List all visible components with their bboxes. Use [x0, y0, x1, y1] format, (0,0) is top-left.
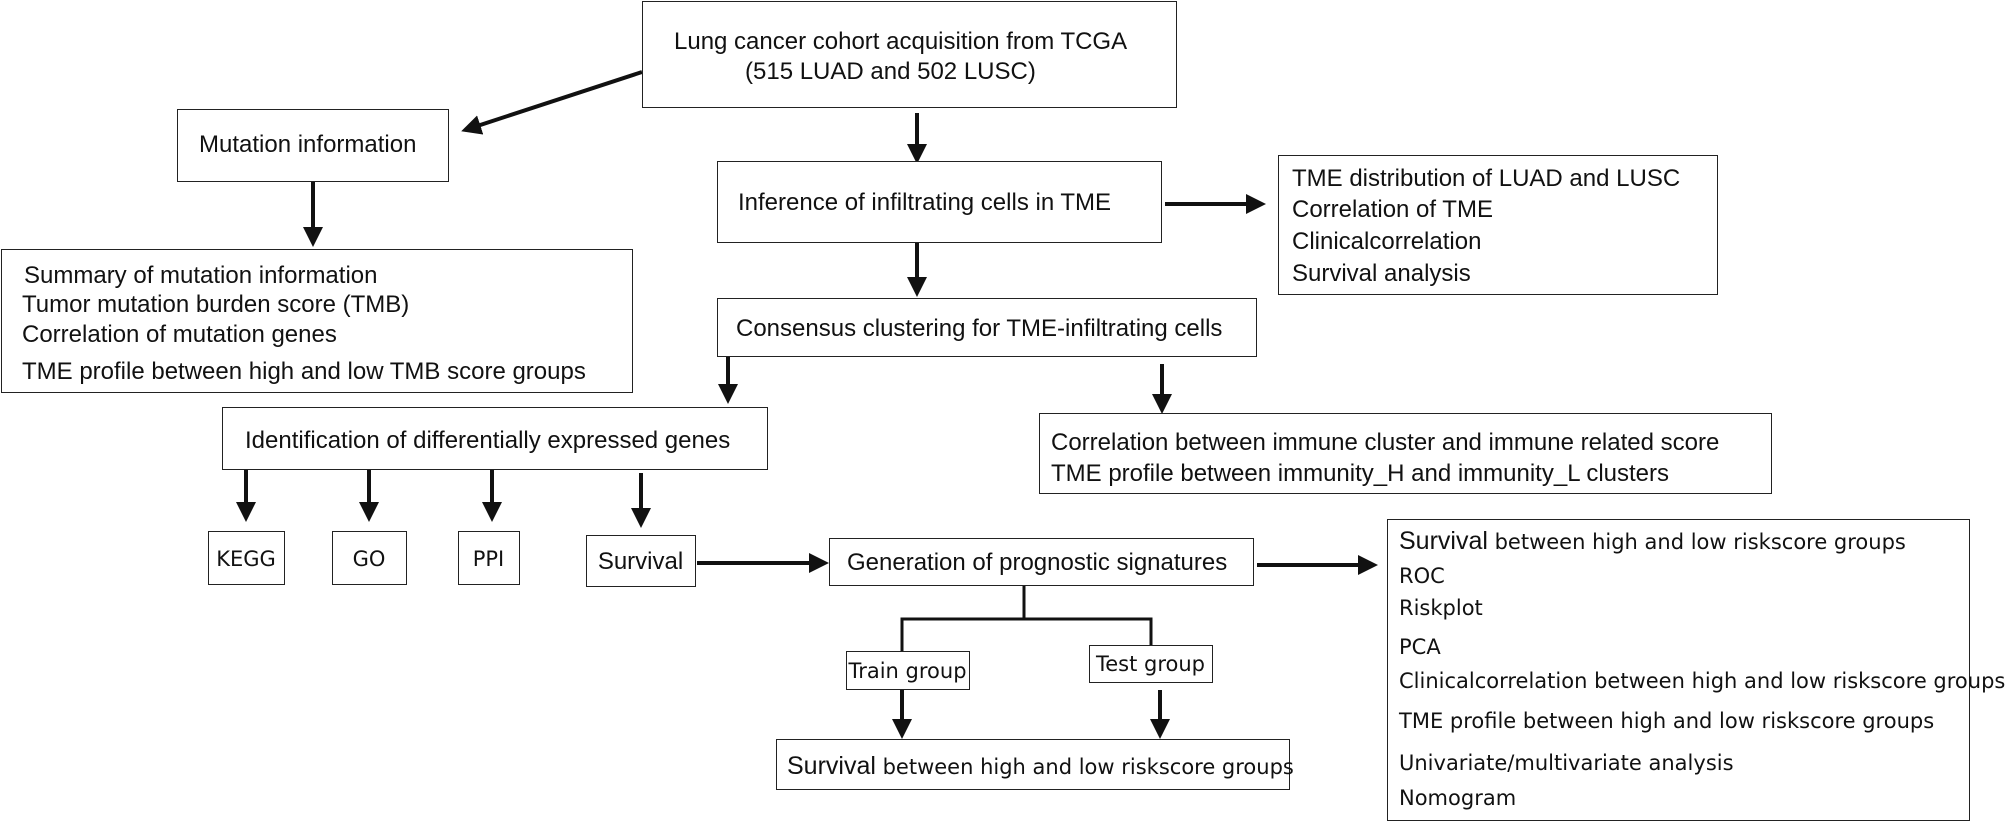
- results-item: PCA: [1399, 635, 1441, 659]
- prognostic-signatures-title: Generation of prognostic signatures: [847, 549, 1228, 576]
- train-test-survival-text: Survival between high and low riskscore …: [787, 754, 1294, 779]
- deg-box: Identification of differentially express…: [222, 407, 768, 470]
- results-item-survival: Survival between high and low riskscore …: [1399, 529, 1906, 554]
- tme-distribution-item: TME distribution of LUAD and LUSC: [1292, 165, 1681, 192]
- results-item: Riskplot: [1399, 596, 1483, 620]
- mutation-summary-item: Correlation of mutation genes: [22, 321, 337, 348]
- tme-distribution-item: Clinicalcorrelation: [1292, 228, 1482, 255]
- results-item: Nomogram: [1399, 786, 1517, 810]
- ppi-label: PPI: [472, 547, 505, 571]
- mutation-summary-item: TME profile between high and low TMB sco…: [22, 358, 586, 385]
- go-box: GO: [332, 531, 407, 585]
- immune-cluster-item: TME profile between immunity_H and immun…: [1051, 460, 1670, 487]
- consensus-clustering-box: Consensus clustering for TME-infiltratin…: [717, 298, 1257, 357]
- results-survival-bold: Survival: [1399, 527, 1488, 555]
- kegg-box: KEGG: [208, 531, 285, 585]
- results-item: Univariate/multivariate analysis: [1399, 751, 1734, 775]
- mutation-summary-item: Summary of mutation information: [24, 262, 378, 289]
- test-group-label: Test group: [1095, 652, 1206, 676]
- ppi-box: PPI: [458, 531, 520, 585]
- tcga-cohort-line2: (515 LUAD and 502 LUSC): [745, 58, 1036, 85]
- kegg-label: KEGG: [216, 547, 276, 571]
- train-test-survival-box: Survival between high and low riskscore …: [776, 739, 1294, 790]
- survival-rest-label: between high and low riskscore groups: [875, 755, 1294, 779]
- inference-box: Inference of infiltrating cells in TME: [717, 161, 1162, 243]
- test-group-box: Test group: [1089, 645, 1213, 683]
- arrow-top-to-mutation: [461, 70, 643, 135]
- train-group-box: Train group: [846, 651, 970, 690]
- deg-title: Identification of differentially express…: [245, 427, 731, 454]
- mutation-information-title: Mutation information: [199, 131, 417, 158]
- survival-label: Survival: [597, 548, 684, 575]
- tme-distribution-box: TME distribution of LUAD and LUSC Correl…: [1278, 155, 1718, 295]
- survival-bold-label: Survival: [787, 752, 876, 780]
- inference-title: Inference of infiltrating cells in TME: [738, 189, 1112, 216]
- tme-distribution-item: Survival analysis: [1292, 260, 1471, 287]
- survival-box: Survival: [586, 535, 696, 587]
- tme-distribution-item: Correlation of TME: [1292, 196, 1493, 223]
- mutation-summary-item: Tumor mutation burden score (TMB): [22, 291, 410, 318]
- prognostic-signatures-box: Generation of prognostic signatures: [829, 538, 1254, 586]
- results-survival-rest: between high and low riskscore groups: [1487, 530, 1906, 554]
- results-box: Survival between high and low riskscore …: [1387, 519, 2005, 821]
- tcga-cohort-line1: Lung cancer cohort acquisition from TCGA: [674, 28, 1128, 55]
- results-item: TME profile between high and low risksco…: [1399, 709, 1935, 733]
- go-label: GO: [352, 547, 386, 571]
- connector-split-groups: [900, 617, 1153, 651]
- consensus-clustering-title: Consensus clustering for TME-infiltratin…: [736, 315, 1223, 342]
- mutation-information-box: Mutation information: [177, 109, 449, 182]
- tcga-cohort-box: Lung cancer cohort acquisition from TCGA…: [642, 1, 1177, 108]
- results-item: Clinicalcorrelation between high and low…: [1399, 669, 2006, 693]
- immune-cluster-box: Correlation between immune cluster and i…: [1039, 413, 1772, 494]
- immune-cluster-item: Correlation between immune cluster and i…: [1051, 429, 1720, 456]
- mutation-summary-box: Summary of mutation information Tumor mu…: [1, 249, 633, 393]
- results-item: ROC: [1399, 564, 1445, 588]
- train-group-label: Train group: [848, 659, 967, 683]
